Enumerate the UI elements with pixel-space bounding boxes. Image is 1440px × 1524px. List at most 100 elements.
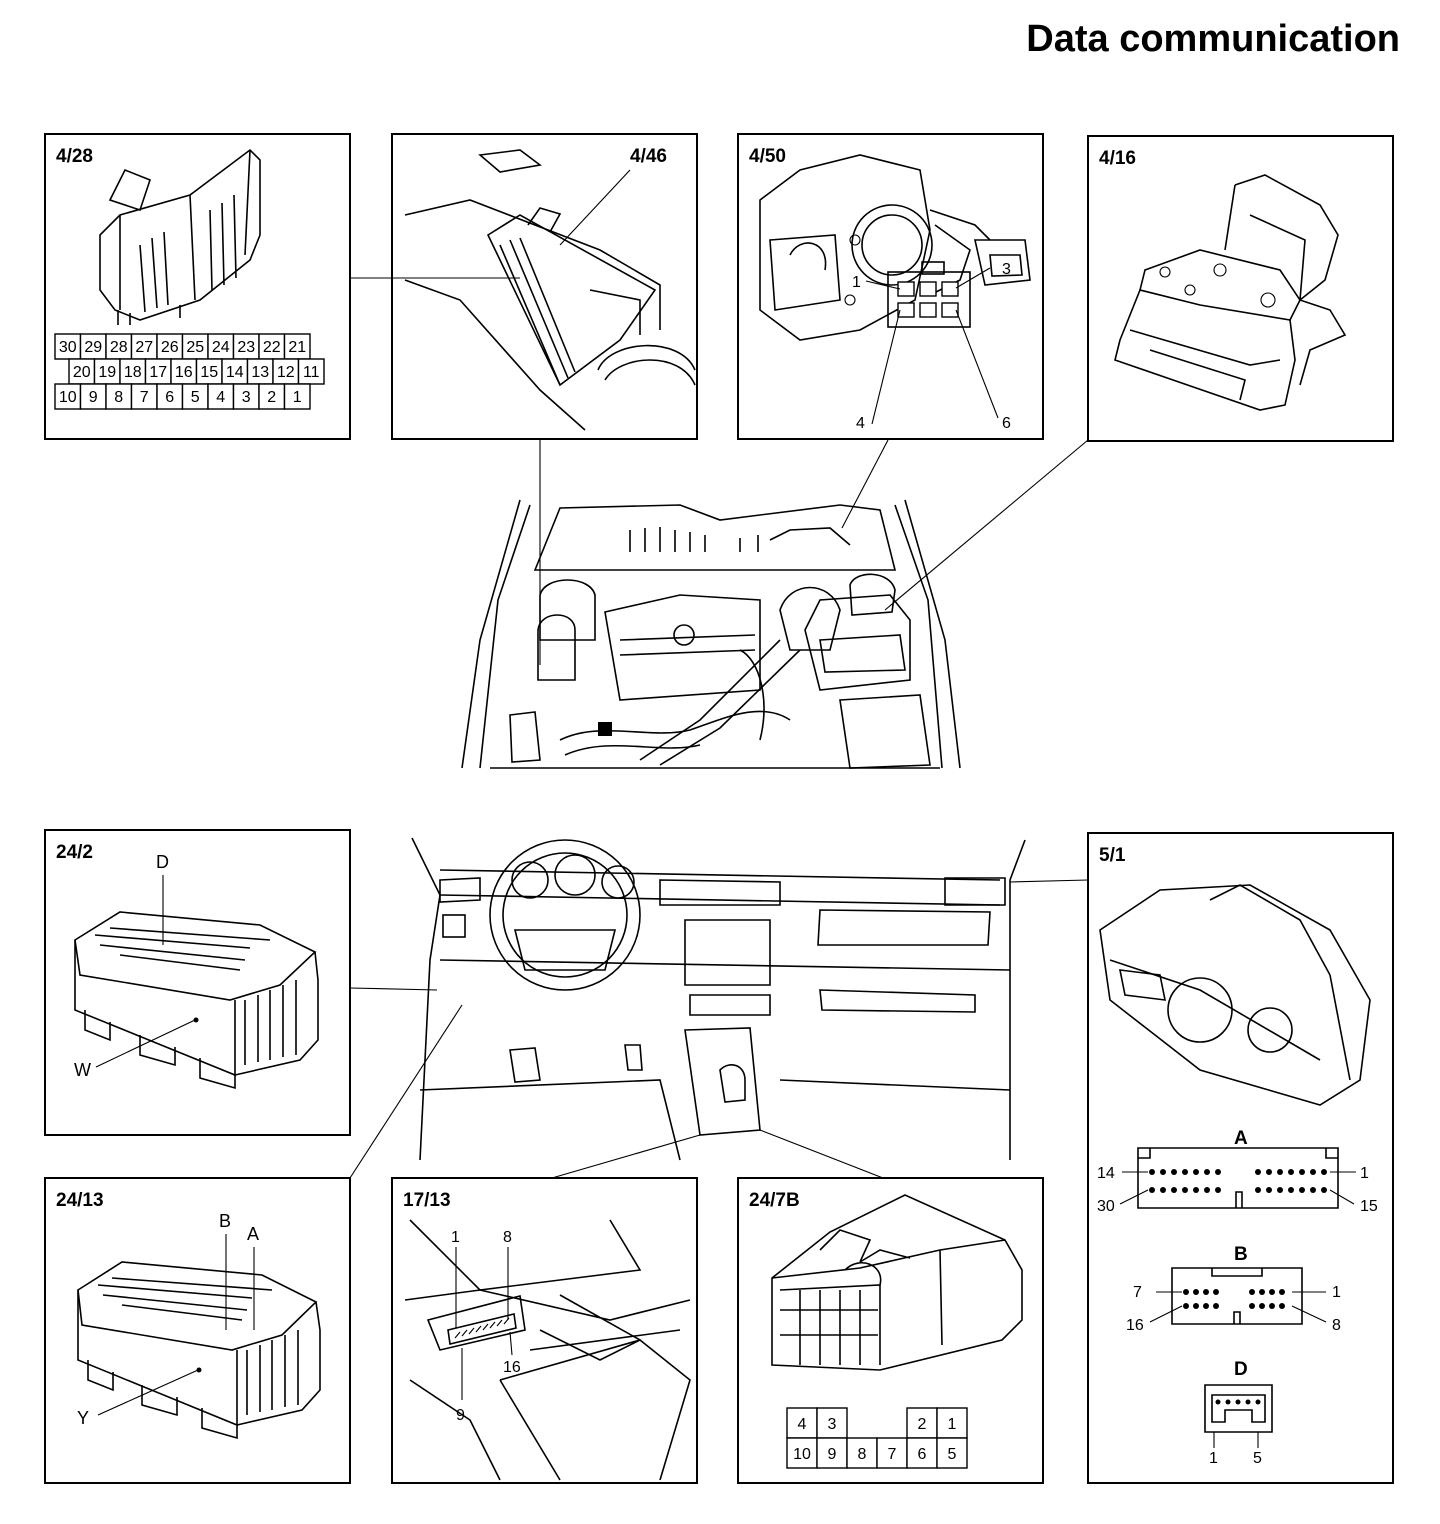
panel-24-13: 24/13 B A Y	[44, 1177, 351, 1484]
pin-dot	[1193, 1289, 1199, 1295]
pin-number: 7	[140, 389, 149, 406]
panel-id: 24/7B	[749, 1190, 800, 1211]
pin-dot	[1193, 1169, 1199, 1175]
pin-dot	[1269, 1289, 1275, 1295]
pin-number: 26	[161, 339, 179, 356]
pin-number: 16	[175, 364, 193, 381]
pin-number: 4	[216, 389, 225, 406]
pin-cell	[283, 383, 311, 410]
pin-number: 1	[293, 389, 302, 406]
pin-dot	[1149, 1169, 1155, 1175]
pin-dot	[1193, 1187, 1199, 1193]
pin-label: 5	[1253, 1450, 1262, 1467]
connector-a-pins	[1149, 1169, 1327, 1193]
pin-cell	[786, 1437, 818, 1469]
pin-number: 10	[59, 389, 77, 406]
leader-lines	[349, 277, 1089, 1179]
pin-number: 4	[798, 1416, 807, 1433]
panel-id: 5/1	[1099, 845, 1126, 866]
pin-number: 30	[59, 339, 77, 356]
pin-number: 3	[828, 1416, 837, 1433]
pin-dot	[1266, 1187, 1272, 1193]
pin-label: 9	[456, 1407, 465, 1424]
pin-cell	[93, 358, 121, 385]
connector-b: B 7 1 16 8	[1126, 1244, 1341, 1334]
panel-24-2: 24/2 D W	[44, 829, 351, 1136]
page-title: Data communication	[1026, 18, 1400, 60]
pin-dot	[1171, 1187, 1177, 1193]
pin-number: 6	[918, 1446, 927, 1463]
connector-b-pins	[1183, 1289, 1285, 1309]
pin-label: 30	[1097, 1198, 1115, 1215]
panel-id: 4/28	[56, 146, 93, 167]
pin-number: 9	[89, 389, 98, 406]
pin-dot	[1269, 1303, 1275, 1309]
pin-number: 10	[793, 1446, 811, 1463]
pin-dot	[1182, 1187, 1188, 1193]
pin-dot	[1183, 1303, 1189, 1309]
throttle-body-drawing	[759, 154, 1031, 341]
pin-number: 8	[858, 1446, 867, 1463]
pin-dot	[1288, 1169, 1294, 1175]
pin-number: 15	[200, 364, 218, 381]
pin-number: 9	[828, 1446, 837, 1463]
pin-cell	[54, 383, 82, 410]
connector-label: A	[1234, 1128, 1248, 1149]
pin-dot	[1171, 1169, 1177, 1175]
callout-label: W	[74, 1060, 91, 1080]
pin-dot	[1249, 1303, 1255, 1309]
pin-number: 20	[73, 364, 91, 381]
pin-cell	[816, 1407, 848, 1439]
pin-number: 2	[267, 389, 276, 406]
callout-label: A	[247, 1224, 259, 1244]
panel-5-1: 5/1 A 14 1 30 15 B	[1087, 832, 1394, 1484]
pin-label: 16	[1126, 1317, 1144, 1334]
pin-dot	[1266, 1169, 1272, 1175]
pin-dot	[1160, 1187, 1166, 1193]
instrument-cluster-drawing	[1099, 884, 1371, 1106]
pin-number: 21	[288, 339, 306, 356]
pin-number: 28	[110, 339, 128, 356]
pin-label: 7	[1133, 1284, 1142, 1301]
pin-dot	[1277, 1169, 1283, 1175]
pin-label: 3	[1002, 261, 1011, 278]
pin-dot	[1193, 1303, 1199, 1309]
pin-cell	[936, 1407, 968, 1439]
panel-id: 4/16	[1099, 148, 1136, 169]
pin-dot	[1310, 1187, 1316, 1193]
pin-number: 8	[114, 389, 123, 406]
pin-cell	[79, 383, 107, 410]
pin-number: 17	[149, 364, 167, 381]
pin-label: 1	[852, 274, 861, 291]
pin-dot	[1215, 1169, 1221, 1175]
pin-label: 8	[1332, 1317, 1341, 1334]
pin-dot	[1255, 1169, 1261, 1175]
pin-number: 14	[226, 364, 244, 381]
panel-id: 24/13	[56, 1190, 104, 1211]
pin-dot	[1183, 1289, 1189, 1295]
pin-dot	[1321, 1169, 1327, 1175]
callout-label: D	[156, 852, 169, 872]
callout-label: 4/46	[630, 146, 667, 167]
engine-bay-overview	[461, 499, 961, 769]
callout-label: B	[219, 1211, 231, 1231]
pin-dot	[1213, 1303, 1219, 1309]
pin-number: 22	[263, 339, 281, 356]
pin-number: 29	[84, 339, 102, 356]
connector-a: A 14 1 30 15	[1097, 1128, 1378, 1215]
panel-4-46: 4/46	[391, 133, 698, 440]
pin-dot	[1279, 1303, 1285, 1309]
pin-number: 24	[212, 339, 230, 356]
panel-id: 17/13	[403, 1190, 451, 1211]
pin-cell	[297, 358, 325, 385]
pin-number: 1	[948, 1416, 957, 1433]
pin-label: 4	[856, 415, 865, 432]
pin-dot	[1277, 1187, 1283, 1193]
connector-label: D	[1234, 1359, 1248, 1380]
interior-overview	[411, 837, 1026, 1161]
